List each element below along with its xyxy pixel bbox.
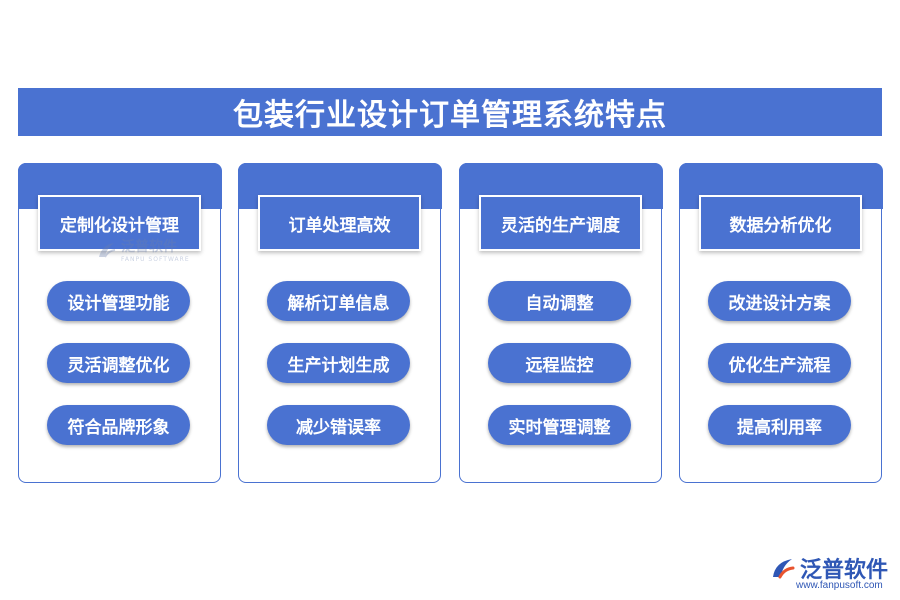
column-header: 灵活的生产调度	[479, 195, 642, 251]
page-title: 包装行业设计订单管理系统特点	[233, 98, 667, 133]
feature-pill-label: 减少错误率	[296, 417, 381, 438]
feature-pill-label: 实时管理调整	[508, 417, 611, 438]
watermark-text: 泛普软件	[121, 239, 177, 255]
brand-logo-icon	[773, 559, 795, 579]
column-header: 定制化设计管理	[38, 195, 201, 251]
feature-pill-label: 解析订单信息	[287, 293, 390, 314]
column-header: 数据分析优化	[699, 195, 862, 251]
feature-pill: 符合品牌形象	[47, 405, 190, 445]
brand-logo: 泛普软件	[770, 552, 888, 584]
column-header-label: 灵活的生产调度	[501, 215, 620, 236]
feature-pill-label: 符合品牌形象	[67, 417, 170, 438]
feature-pill-label: 优化生产流程	[728, 355, 831, 376]
feature-pill: 提高利用率	[708, 405, 851, 445]
brand-url: www.fanpusoft.com	[796, 580, 883, 591]
feature-pill: 改进设计方案	[708, 281, 851, 321]
feature-column-3: 灵活的生产调度 自动调整 远程监控 实时管理调整	[458, 162, 663, 483]
feature-column-4: 数据分析优化 改进设计方案 优化生产流程 提高利用率	[678, 162, 883, 483]
feature-pill: 优化生产流程	[708, 343, 851, 383]
feature-pill-label: 提高利用率	[737, 417, 822, 438]
feature-pill: 解析订单信息	[267, 281, 410, 321]
feature-pill: 设计管理功能	[47, 281, 190, 321]
feature-pill-label: 远程监控	[525, 355, 594, 376]
feature-column-1: 定制化设计管理 设计管理功能 灵活调整优化 符合品牌形象	[17, 162, 222, 483]
feature-pill-label: 改进设计方案	[728, 293, 831, 314]
column-header-label: 数据分析优化	[729, 215, 832, 236]
brand-logo-icon	[99, 242, 116, 257]
watermark-subtext: FANPU SOFTWARE	[121, 256, 190, 263]
feature-pill-label: 自动调整	[525, 293, 594, 314]
feature-pill-label: 设计管理功能	[67, 293, 170, 314]
feature-pill: 灵活调整优化	[47, 343, 190, 383]
brand-name: 泛普软件	[800, 558, 889, 583]
feature-pill: 生产计划生成	[267, 343, 410, 383]
feature-pill: 实时管理调整	[488, 405, 631, 445]
feature-pill: 减少错误率	[267, 405, 410, 445]
feature-pill-label: 生产计划生成	[287, 355, 390, 376]
feature-column-2: 订单处理高效 解析订单信息 生产计划生成 减少错误率	[237, 162, 442, 483]
feature-pill-label: 灵活调整优化	[67, 355, 170, 376]
feature-pill: 远程监控	[488, 343, 631, 383]
column-header: 订单处理高效	[258, 195, 421, 251]
watermark: 泛普软件 FANPU SOFTWARE	[96, 236, 190, 263]
feature-pill: 自动调整	[488, 281, 631, 321]
title-banner: 包装行业设计订单管理系统特点	[18, 88, 882, 136]
column-header-label: 定制化设计管理	[60, 215, 179, 236]
column-header-label: 订单处理高效	[288, 215, 391, 236]
